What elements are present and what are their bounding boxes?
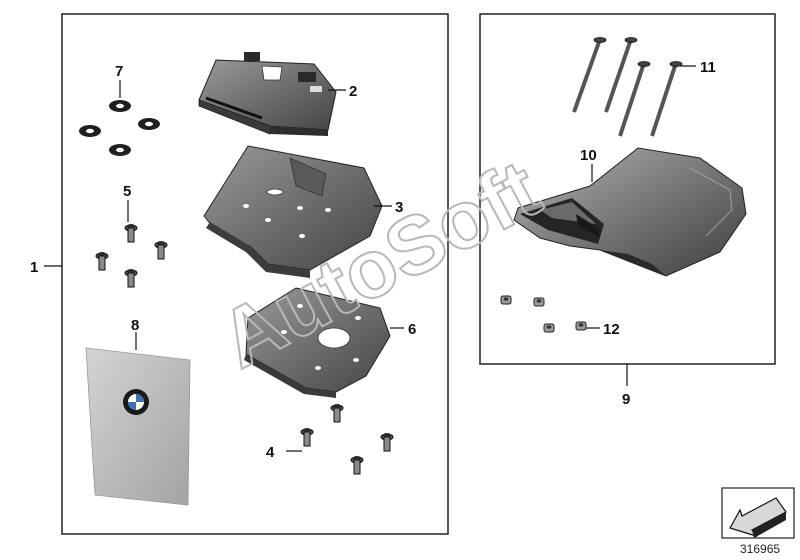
leader-lines xyxy=(44,65,696,452)
bolt-part xyxy=(95,251,109,271)
long-screw-part xyxy=(604,37,638,113)
long-screws-group xyxy=(572,37,683,137)
bolt-part xyxy=(350,455,364,475)
orientation-arrow-box xyxy=(721,487,795,539)
callout-10: 10 xyxy=(580,147,597,164)
long-screw-part xyxy=(618,61,651,137)
nuts-group xyxy=(500,295,587,333)
washer-part xyxy=(109,144,131,156)
washer-part xyxy=(79,125,101,137)
base-plate-part xyxy=(244,287,391,398)
long-screw-part xyxy=(650,61,683,137)
bolts-group-4 xyxy=(300,403,394,475)
emblem-sticker-part xyxy=(85,347,191,506)
bracket-plate-part xyxy=(198,52,337,136)
callout-6: 6 xyxy=(408,321,416,338)
callout-12: 12 xyxy=(603,321,620,338)
callout-4: 4 xyxy=(266,444,275,461)
long-screw-part xyxy=(572,37,607,113)
washer-part xyxy=(138,118,160,130)
callout-1: 1 xyxy=(30,259,38,276)
direction-arrow-icon xyxy=(729,497,787,538)
bolt-part xyxy=(124,268,138,288)
bolts-group-5 xyxy=(95,223,168,288)
callout-3: 3 xyxy=(395,199,403,216)
nut-part xyxy=(500,295,512,305)
bolt-part xyxy=(124,223,138,243)
bolt-part xyxy=(380,432,394,452)
bmw-roundel-icon xyxy=(123,389,149,415)
nut-part xyxy=(543,323,555,333)
kit-frame-left xyxy=(61,13,449,535)
washers-group xyxy=(79,100,160,156)
washer-part xyxy=(109,100,131,112)
reference-number: 316965 xyxy=(740,542,780,556)
nut-part xyxy=(533,297,545,307)
nut-part xyxy=(575,321,587,331)
callout-5: 5 xyxy=(123,183,131,200)
callout-8: 8 xyxy=(131,317,139,334)
mounting-plate-part xyxy=(203,145,383,278)
cover-housing-part xyxy=(513,147,747,277)
callout-2: 2 xyxy=(349,83,357,100)
bolt-part xyxy=(330,403,344,423)
callout-7: 7 xyxy=(115,63,123,80)
bolt-part xyxy=(300,427,314,447)
bolt-part xyxy=(154,240,168,260)
callout-11: 11 xyxy=(700,59,716,76)
callout-9: 9 xyxy=(622,391,630,408)
